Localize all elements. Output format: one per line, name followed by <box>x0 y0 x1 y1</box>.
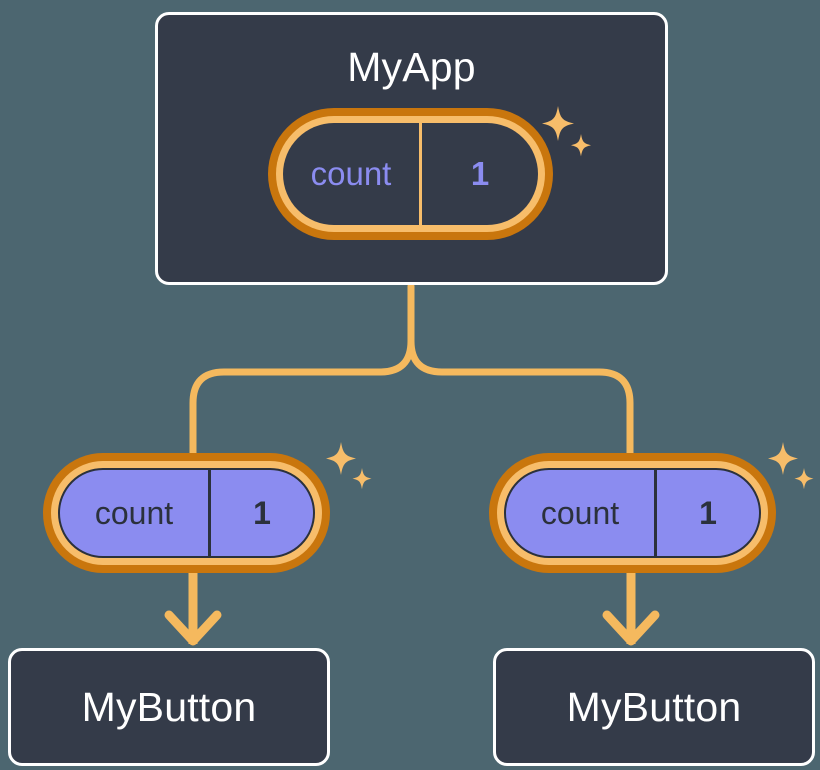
component-card-mybutton-left[interactable]: MyButton <box>8 648 330 766</box>
state-pill-inner-ring: count 1 <box>497 461 768 565</box>
state-value-label: 1 <box>699 494 717 531</box>
state-key-label: count <box>94 494 174 531</box>
state-badge-child-left[interactable]: count 1 <box>43 453 330 573</box>
state-badge-root[interactable]: count 1 <box>268 108 553 240</box>
state-pill-body: count 1 <box>58 468 315 558</box>
sparkle-small <box>352 468 372 490</box>
state-pill-divider <box>419 123 422 225</box>
state-key-label: count <box>310 155 392 192</box>
component-title-mybutton: MyButton <box>566 683 742 730</box>
component-title-mybutton: MyButton <box>81 683 257 730</box>
state-pill-divider <box>208 470 211 556</box>
component-title-myapp: MyApp <box>347 44 476 90</box>
state-value-label: 1 <box>470 155 490 192</box>
state-pill-outer-ring: count 1 <box>489 453 776 573</box>
sparkle-large <box>326 442 356 475</box>
component-card-mybutton-right[interactable]: MyButton <box>493 648 815 766</box>
state-pill-outer-ring: count 1 <box>268 108 553 240</box>
state-value-label: 1 <box>253 494 271 531</box>
connector-branch-right <box>407 337 634 459</box>
arrow-left-head <box>164 610 222 646</box>
state-pill-divider <box>654 470 657 556</box>
state-pill-outer-ring: count 1 <box>43 453 330 573</box>
state-pill-inner-ring: count 1 <box>51 461 322 565</box>
state-pill-inner-ring: count 1 <box>276 116 545 232</box>
connector-branch-left <box>189 337 415 459</box>
state-key-label: count <box>540 494 620 531</box>
state-pill-body: count 1 <box>504 468 761 558</box>
state-pill-body: count 1 <box>283 123 538 225</box>
state-badge-child-right[interactable]: count 1 <box>489 453 776 573</box>
arrow-right-head <box>602 610 660 646</box>
sparkle-small <box>794 468 814 490</box>
